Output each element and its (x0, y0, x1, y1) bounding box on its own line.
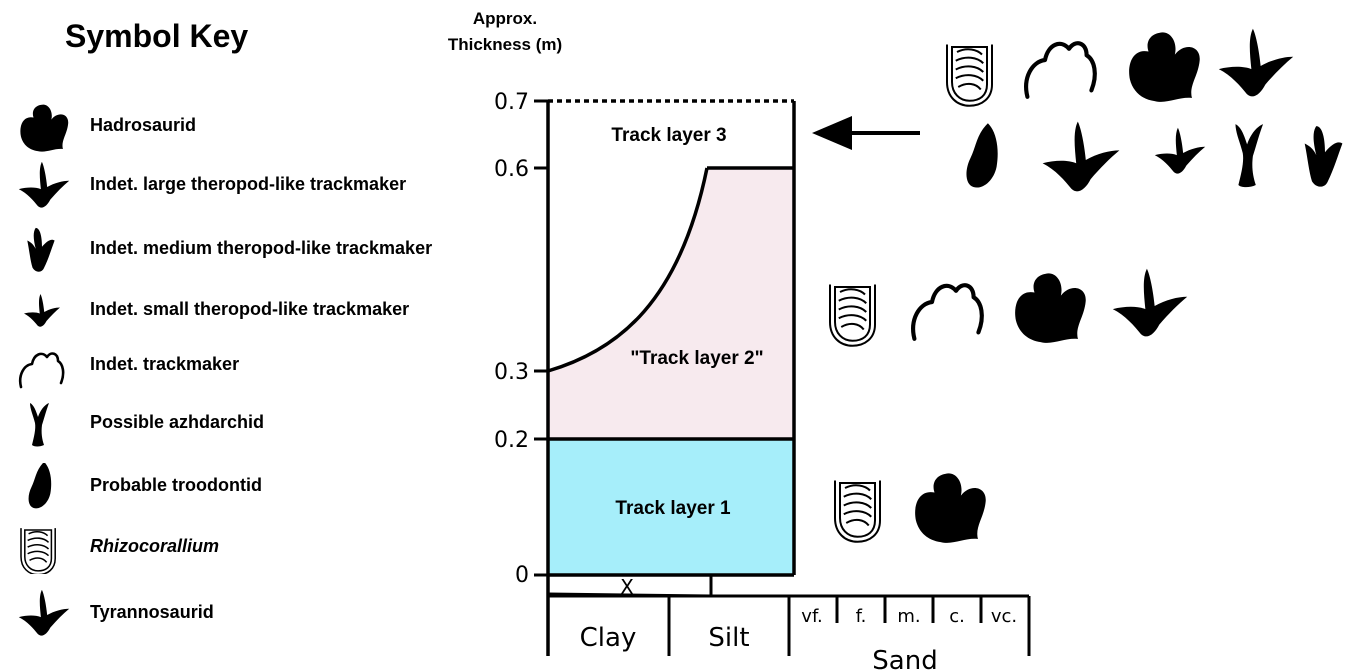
tick-label-0: 0 (515, 563, 529, 588)
grain-label-f: f. (856, 606, 867, 627)
layer-3-arrow-icon (812, 116, 920, 150)
symbol-key-label: Hadrosaurid (90, 115, 197, 135)
track-layer-3-fill (548, 101, 794, 168)
symbol-key-item: Hadrosaurid (0, 103, 490, 153)
covered-interval-marker: X (620, 575, 634, 599)
track-layer-1-label: Track layer 1 (615, 498, 731, 519)
layer-2-large-theropod-icon (1112, 268, 1188, 337)
layer-2-top-curve (547, 167, 709, 373)
layer-3-small-theropod-icon (1154, 127, 1206, 174)
symbol-key-item: Possible azhdarchid (0, 400, 490, 450)
grain-label-vc: vc. (991, 606, 1017, 627)
tick-label-0.6: 0.6 (494, 157, 529, 182)
layer-3-rhizocorallium-icon (946, 43, 993, 107)
symbol-key-label: Indet. trackmaker (90, 354, 240, 374)
symbol-key-item: Indet. small theropod-like trackmaker (0, 287, 490, 337)
grain-label-sand: Sand (872, 646, 937, 670)
layer-3-hadrosaurid-icon (1129, 32, 1200, 102)
tick-label-0.7: 0.7 (494, 90, 529, 115)
layer-3-large-theropod-icon (1042, 121, 1120, 192)
layer-3-azhdarchid-icon (1235, 124, 1264, 188)
tick-label-0.3: 0.3 (494, 360, 529, 385)
layer-1-hadrosaurid-icon (915, 473, 986, 543)
layer-3-tyrannosaurid-icon (1218, 28, 1294, 97)
symbol-key-label: Probable troodontid (90, 475, 262, 495)
layer-2-hadrosaurid-icon (1015, 273, 1086, 343)
symbol-key-item: Tyrannosaurid (0, 590, 490, 640)
symbol-key-title: Symbol Key (65, 18, 249, 54)
tick-label-0.2: 0.2 (494, 428, 529, 453)
symbol-key-label: Indet. medium theropod-like trackmaker (90, 238, 433, 258)
grain-label-m: m. (897, 606, 920, 627)
track-layer-3-label: Track layer 3 (611, 125, 726, 146)
symbol-key-label: Indet. small theropod-like trackmaker (90, 299, 410, 319)
symbol-key-item: Indet. medium theropod-like trackmaker (0, 226, 490, 276)
grain-label-vf: vf. (801, 606, 822, 627)
symbol-key-label: Possible azhdarchid (90, 412, 265, 432)
grain-label-clay: Clay (580, 623, 637, 653)
symbol-key-label: Tyrannosaurid (90, 602, 214, 622)
layer-3-medium-theropod-icon (1304, 126, 1343, 187)
symbol-key-label: Rhizocorallium (90, 536, 220, 556)
layer-1-rhizocorallium-icon (834, 479, 881, 543)
symbol-key-item: Rhizocorallium (0, 524, 490, 574)
symbol-key-item: Probable troodontid (0, 463, 490, 513)
track-layer-2-label: "Track layer 2" (630, 348, 763, 369)
thickness-axis-title: Approx. Thickness (m) (447, 9, 563, 54)
layer-2-indet-trackmaker-icon (913, 285, 982, 339)
layer-3-indet-trackmaker-icon (1026, 43, 1095, 97)
track-layer-1-fill (548, 439, 794, 575)
grain-label-silt: Silt (708, 623, 749, 653)
symbol-key-label: Indet. large theropod-like trackmaker (90, 174, 407, 194)
symbol-key-item: Indet. trackmaker (0, 342, 490, 392)
grain-label-c: c. (949, 606, 965, 627)
layer-3-troodontid-icon (966, 123, 998, 188)
layer-2-rhizocorallium-icon (829, 283, 876, 347)
track-layer-2-fill (548, 168, 794, 439)
symbol-key-item: Indet. large theropod-like trackmaker (0, 162, 490, 212)
